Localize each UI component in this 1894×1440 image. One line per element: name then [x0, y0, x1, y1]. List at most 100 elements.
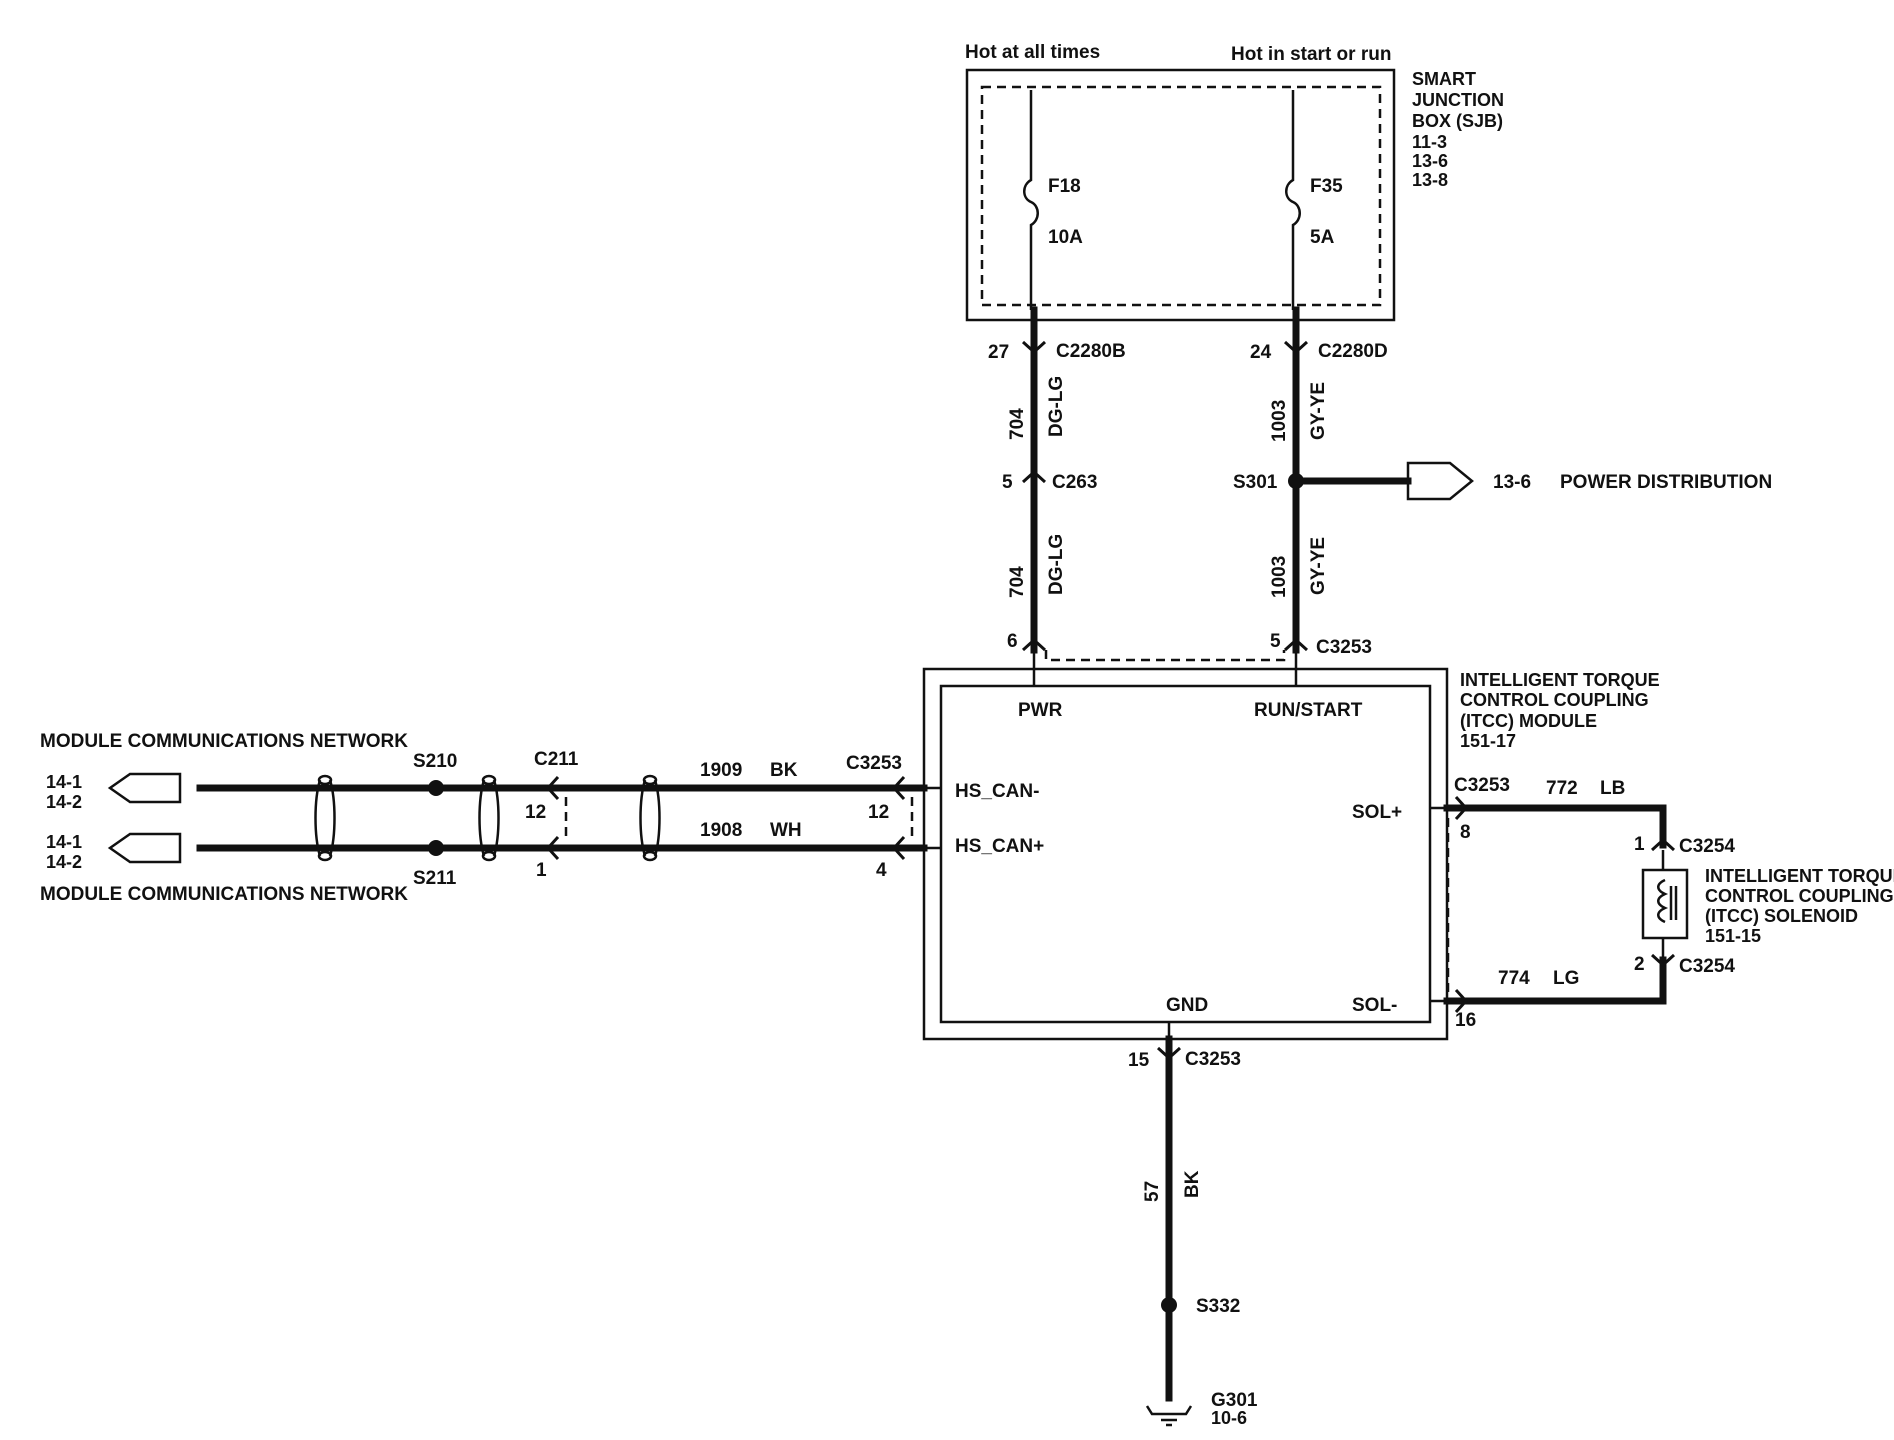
hs-can-plus-pin: 4: [876, 860, 887, 881]
wire-772-color: LB: [1600, 778, 1625, 799]
s332-label: S332: [1196, 1296, 1240, 1317]
connector-c3253-hs-plus-symbol: [891, 835, 906, 861]
itcc-module-label: INTELLIGENT TORQUE CONTROL COUPLING (ITC…: [1460, 670, 1660, 751]
mcn-bottom-arrow: [107, 832, 182, 864]
mcn-bottom-ref-1: 14-1: [46, 832, 82, 852]
ground-icon: [1145, 1405, 1193, 1427]
c2280b-pin: 27: [988, 342, 1009, 363]
wire-704-circuit: 704: [1007, 408, 1028, 440]
connector-c3254-1-symbol: [1650, 837, 1676, 852]
connector-c211-minus-symbol: [545, 775, 560, 801]
itcc-module-label-line: 151-17: [1460, 731, 1516, 751]
itcc-module-label-line: CONTROL COUPLING: [1460, 690, 1649, 710]
c211-label: C211: [534, 749, 579, 770]
connector-c3253-solp-symbol: [1454, 795, 1469, 821]
fuse-f18: [1023, 90, 1039, 310]
module-hs-can-minus-label: HS_CAN-: [955, 781, 1039, 802]
wire-1003-color: GY-YE: [1308, 382, 1329, 440]
wire-774: [1443, 956, 1667, 1005]
wire-1908-circuit: 1908: [700, 820, 742, 841]
module-hs-can-plus-label: HS_CAN+: [955, 836, 1044, 857]
mcn-top-arrow: [107, 772, 182, 804]
hs-can-minus-pin: 12: [868, 802, 889, 823]
sjb-label: SMART JUNCTION BOX (SJB) 11-3 13-6 13-8: [1412, 69, 1504, 190]
solenoid-label-line: 151-15: [1705, 926, 1761, 946]
sjb-feed-right-label: Hot in start or run: [1231, 44, 1391, 65]
connector-c263-symbol: [1021, 469, 1047, 484]
module-sol-minus-label: SOL-: [1352, 995, 1397, 1016]
mcn-top-ref-1: 14-1: [46, 772, 82, 792]
sjb-label-line: 11-3: [1412, 132, 1447, 152]
splice-s210: [428, 780, 444, 796]
c2280d-label: C2280D: [1318, 341, 1388, 362]
twisted-pair-symbol: [639, 774, 661, 862]
connector-c2280d-symbol: [1283, 340, 1309, 355]
connector-c3253-pwr-symbol: [1021, 637, 1047, 652]
wire-704-color: DG-LG: [1046, 376, 1067, 437]
wire-774-color: LG: [1553, 968, 1579, 989]
c3254-2-pin: 2: [1634, 954, 1645, 975]
connector-c3253-gnd-symbol: [1156, 1046, 1182, 1061]
power-dist-ref: 13-6: [1493, 472, 1531, 493]
wire-57-circuit: 57: [1142, 1181, 1163, 1202]
fuse-f35-name: F35: [1310, 176, 1343, 197]
c3253-gnd-label: C3253: [1185, 1049, 1241, 1070]
wire-704-color-lower: DG-LG: [1046, 534, 1067, 595]
pwr-pin: 6: [1007, 631, 1018, 652]
sjb-label-line: SMART: [1412, 69, 1476, 89]
g301-label: G301: [1211, 1390, 1258, 1411]
g301-ref: 10-6: [1211, 1408, 1247, 1428]
wire-1003-color-lower: GY-YE: [1308, 537, 1329, 595]
wire-1003-circuit-lower: 1003: [1269, 556, 1290, 598]
run-pin: 5: [1270, 631, 1281, 652]
s301-label: S301: [1233, 472, 1278, 493]
s211-label: S211: [413, 868, 457, 889]
c3254-1-label: C3254: [1679, 836, 1735, 857]
mcn-top-ref-2: 14-2: [46, 792, 82, 812]
mcn-bottom-label: MODULE COMMUNICATIONS NETWORK: [40, 884, 408, 905]
connector-c3253-solm-symbol: [1454, 988, 1469, 1014]
itcc-module-label-line: INTELLIGENT TORQUE: [1460, 670, 1660, 690]
fuse-f35: [1285, 90, 1301, 310]
splice-s211: [428, 840, 444, 856]
wire-1909-circuit: 1909: [700, 760, 742, 781]
fuse-f18-rating: 10A: [1048, 227, 1083, 248]
connector-c2280b-symbol: [1021, 340, 1047, 355]
sol-minus-pin: 16: [1455, 1010, 1476, 1031]
sjb-label-line: 13-6: [1412, 151, 1448, 171]
solenoid-label-line: INTELLIGENT TORQUE: [1705, 866, 1894, 886]
s210-label: S210: [413, 751, 457, 772]
module-run-start-label: RUN/START: [1254, 700, 1363, 721]
twisted-pair-symbol: [478, 774, 500, 862]
mcn-bottom-ref-2: 14-2: [46, 852, 82, 872]
wire-1908-color: WH: [770, 820, 802, 841]
power-dist-label: POWER DISTRIBUTION: [1560, 472, 1772, 493]
c3253-hs-label: C3253: [846, 753, 902, 774]
c211-pin-b: 1: [536, 860, 547, 881]
itcc-module-label-line: (ITCC) MODULE: [1460, 711, 1597, 731]
wire-772: [1443, 804, 1667, 849]
c3254-2-label: C3254: [1679, 956, 1735, 977]
c263-label: C263: [1052, 472, 1097, 493]
c2280d-pin: 24: [1250, 342, 1272, 363]
sol-plus-pin: 8: [1460, 822, 1471, 843]
connector-c3254-2-symbol: [1650, 953, 1676, 968]
mcn-top-label: MODULE COMMUNICATIONS NETWORK: [40, 731, 408, 752]
c2280b-label: C2280B: [1056, 341, 1126, 362]
power-dist-arrow: [1406, 461, 1474, 501]
fuse-f35-rating: 5A: [1310, 227, 1335, 248]
solenoid-symbol: [1641, 850, 1689, 958]
sjb-feed-left-label: Hot at all times: [965, 42, 1100, 63]
connector-c3253-top-bracket: [1044, 650, 1286, 662]
wire-774-circuit: 774: [1498, 968, 1530, 989]
c3254-1-pin: 1: [1634, 834, 1645, 855]
solenoid-label-line: (ITCC) SOLENOID: [1705, 906, 1858, 926]
gnd-pin: 15: [1128, 1050, 1150, 1071]
c3253-solp-label: C3253: [1454, 775, 1510, 796]
smart-junction-box: [965, 68, 1396, 322]
solenoid-label-line: CONTROL COUPLING: [1705, 886, 1894, 906]
wire-1003-circuit: 1003: [1269, 400, 1290, 442]
sjb-label-line: BOX (SJB): [1412, 111, 1503, 131]
c3253-top-label: C3253: [1316, 637, 1372, 658]
